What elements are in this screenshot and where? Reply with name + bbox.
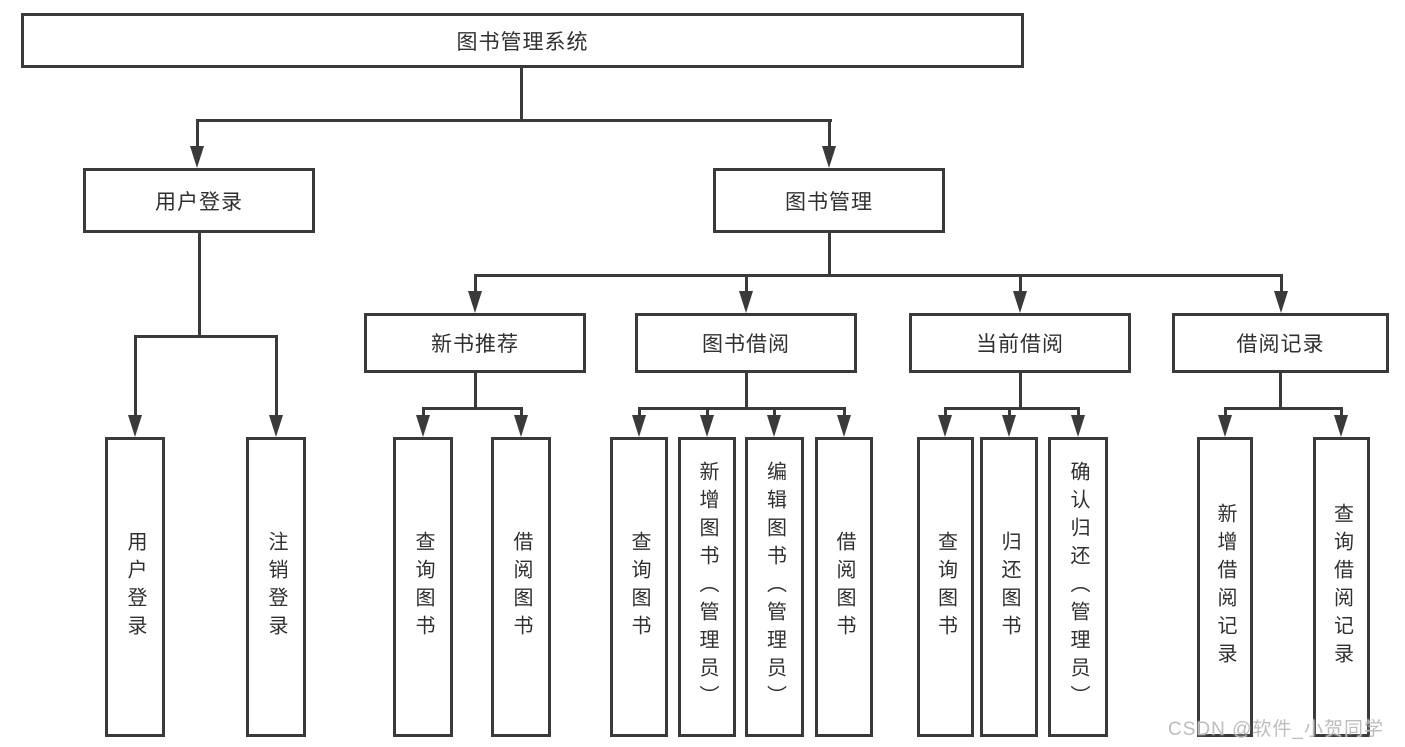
connector-line <box>196 119 199 148</box>
connector-line <box>474 274 1282 277</box>
node-library-system: 图书管理系统 <box>21 13 1024 68</box>
node-label: 新增图书（管理员） <box>696 461 718 713</box>
connector-arrow-down <box>1013 291 1027 313</box>
node-book-borrowing: 图书借阅 <box>635 313 857 373</box>
connector-line <box>1279 373 1282 407</box>
node-label: 图书管理 <box>785 190 873 214</box>
connector-line <box>275 335 278 417</box>
connector-line <box>1224 407 1342 410</box>
connector-line <box>520 68 523 119</box>
leaf-confirm-return-admin: 确认归还（管理员） <box>1048 437 1108 737</box>
connector-arrow-down <box>700 415 714 437</box>
leaf-query-borrow-record: 查询借阅记录 <box>1313 437 1370 737</box>
connector-line <box>828 233 831 274</box>
connector-line <box>422 407 425 417</box>
node-current-borrowing: 当前借阅 <box>909 313 1131 373</box>
leaf-query-books-current: 查询图书 <box>917 437 974 737</box>
connector-line <box>843 407 846 417</box>
connector-line <box>1280 274 1283 293</box>
connector-arrow-down <box>1071 415 1085 437</box>
leaf-user-login: 用户登录 <box>105 437 165 737</box>
connector-line <box>196 119 832 122</box>
connector-arrow-down <box>632 415 646 437</box>
connector-line <box>422 407 522 410</box>
connector-line <box>1077 407 1080 417</box>
node-user-login: 用户登录 <box>83 168 315 233</box>
leaf-query-books-borrow: 查询图书 <box>610 437 668 737</box>
connector-arrow-down <box>1274 291 1288 313</box>
node-label: 查询图书 <box>628 531 650 643</box>
connector-arrow-down <box>514 415 528 437</box>
node-label: 新增借阅记录 <box>1214 503 1236 671</box>
connector-arrow-down <box>767 415 781 437</box>
connector-arrow-down <box>468 291 482 313</box>
connector-arrow-down <box>837 415 851 437</box>
node-label: 注销登录 <box>265 531 287 643</box>
connector-line <box>638 407 641 417</box>
connector-arrow-down <box>190 146 204 168</box>
node-label: 编辑图书（管理员） <box>763 461 786 713</box>
node-label: 查询图书 <box>412 531 434 643</box>
connector-line <box>198 233 201 335</box>
node-label: 查询图书 <box>934 531 957 643</box>
node-label: 借阅记录 <box>1236 333 1325 356</box>
connector-arrow-down <box>128 415 142 437</box>
connector-line <box>1008 407 1011 417</box>
node-book-management: 图书管理 <box>713 168 945 233</box>
leaf-return-books: 归还图书 <box>980 437 1038 737</box>
leaf-edit-book-admin: 编辑图书（管理员） <box>745 437 804 737</box>
node-label: 借阅图书 <box>833 531 855 643</box>
connector-arrow-down <box>416 415 430 437</box>
connector-line <box>1019 373 1022 407</box>
connector-line <box>1224 407 1227 417</box>
node-label: 查询借阅记录 <box>1330 503 1353 671</box>
connector-line <box>706 407 709 417</box>
leaf-add-borrow-record: 新增借阅记录 <box>1197 437 1253 737</box>
leaf-add-book-admin: 新增图书（管理员） <box>678 437 736 737</box>
connector-arrow-down <box>822 146 836 168</box>
node-label: 图书借阅 <box>702 333 790 356</box>
connector-arrow-down <box>1334 415 1348 437</box>
leaf-query-books-recommend: 查询图书 <box>393 437 453 737</box>
connector-arrow-down <box>269 415 283 437</box>
connector-line <box>745 274 748 293</box>
node-label: 当前借阅 <box>976 333 1064 356</box>
connector-line <box>638 407 845 410</box>
node-label: 借阅图书 <box>510 531 532 643</box>
connector-line <box>944 407 947 417</box>
connector-line <box>773 407 776 417</box>
node-label: 新书推荐 <box>431 333 519 356</box>
connector-line <box>745 373 748 407</box>
connector-line <box>1340 407 1343 417</box>
connector-line <box>828 119 831 148</box>
connector-line <box>474 274 477 293</box>
connector-arrow-down <box>1218 415 1232 437</box>
csdn-watermark: CSDN @软件_小贺同学 <box>1168 719 1384 740</box>
connector-line <box>474 373 477 407</box>
connector-arrow-down <box>739 291 753 313</box>
node-label: 用户登录 <box>155 190 243 214</box>
node-label: 归还图书 <box>998 531 1020 643</box>
node-label: 确认归还（管理员） <box>1067 461 1089 713</box>
connector-line <box>134 335 137 417</box>
connector-line <box>134 335 278 338</box>
leaf-borrow-books: 借阅图书 <box>815 437 873 737</box>
connector-line <box>944 407 1080 410</box>
node-new-book-recommend: 新书推荐 <box>364 313 586 373</box>
connector-arrow-down <box>938 415 952 437</box>
node-label: 用户登录 <box>124 531 146 643</box>
connector-line <box>1019 274 1022 293</box>
leaf-logout: 注销登录 <box>246 437 306 737</box>
connector-arrow-down <box>1002 415 1016 437</box>
connector-line <box>520 407 523 417</box>
node-label: 图书管理系统 <box>456 30 589 54</box>
node-borrowing-records: 借阅记录 <box>1172 313 1389 373</box>
leaf-borrow-books-recommend: 借阅图书 <box>491 437 551 737</box>
